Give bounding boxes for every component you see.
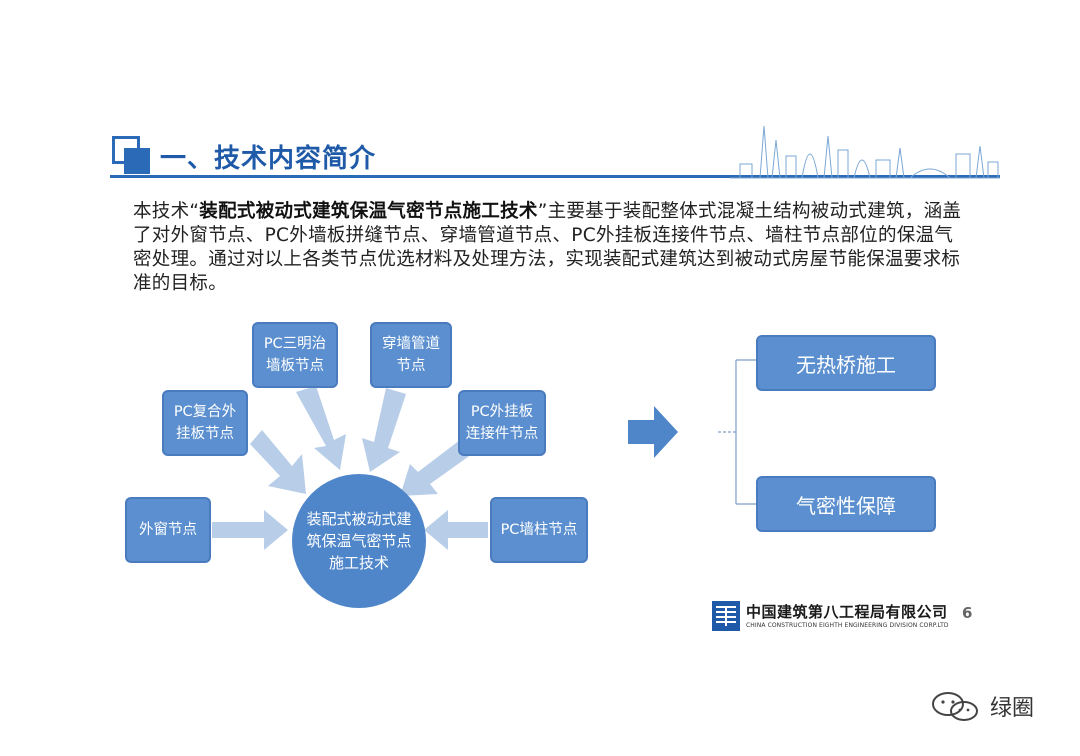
company-name-en: CHINA CONSTRUCTION EIGHTH ENGINEERING DI… [746,622,949,629]
intro-paragraph: 本技术“装配式被动式建筑保温气密节点施工技术”主要基于装配整体式混凝土结构被动式… [133,200,963,296]
arrow-pipe [362,388,406,472]
cscec-logo-icon [712,601,740,631]
intro-suffix: ”主要基于装配整体式混凝土结构被动式建筑，涵盖了对外窗节点、PC外墙板拼缝节点、… [133,201,962,294]
arrow-hanging [400,440,472,496]
node-composite: PC复合外挂板节点 [162,390,248,456]
section-title: 一、技术内容简介 [160,144,377,174]
title-logo-fill [124,148,150,174]
result-airtight: 气密性保障 [756,476,936,532]
node-pipe: 穿墙管道节点 [370,322,452,388]
node-hanging: PC外挂板连接件节点 [458,390,546,456]
arrow-sandwich [296,386,346,470]
arrow-result [628,406,678,458]
node-sandwich: PC三明治墙板节点 [252,322,338,388]
result-no-bridge: 无热桥施工 [756,335,936,391]
intro-prefix: 本技术“ [133,201,200,222]
page-number: 6 [962,604,973,622]
arrow-composite [250,430,306,494]
watermark-text: 绿圈 [990,696,1035,721]
wechat-icon [932,692,978,721]
node-column: PC墙柱节点 [490,497,588,563]
center-node: 装配式被动式建筑保温气密节点施工技术 [292,474,426,608]
title-underline [110,175,1000,178]
arrow-window [212,510,288,550]
node-window: 外窗节点 [125,497,211,563]
arrow-column [424,510,488,550]
company-name-cn: 中国建筑第八工程局有限公司 [746,603,948,621]
skyline-icon [730,125,1000,179]
intro-bold: 装配式被动式建筑保温气密节点施工技术 [199,201,538,222]
